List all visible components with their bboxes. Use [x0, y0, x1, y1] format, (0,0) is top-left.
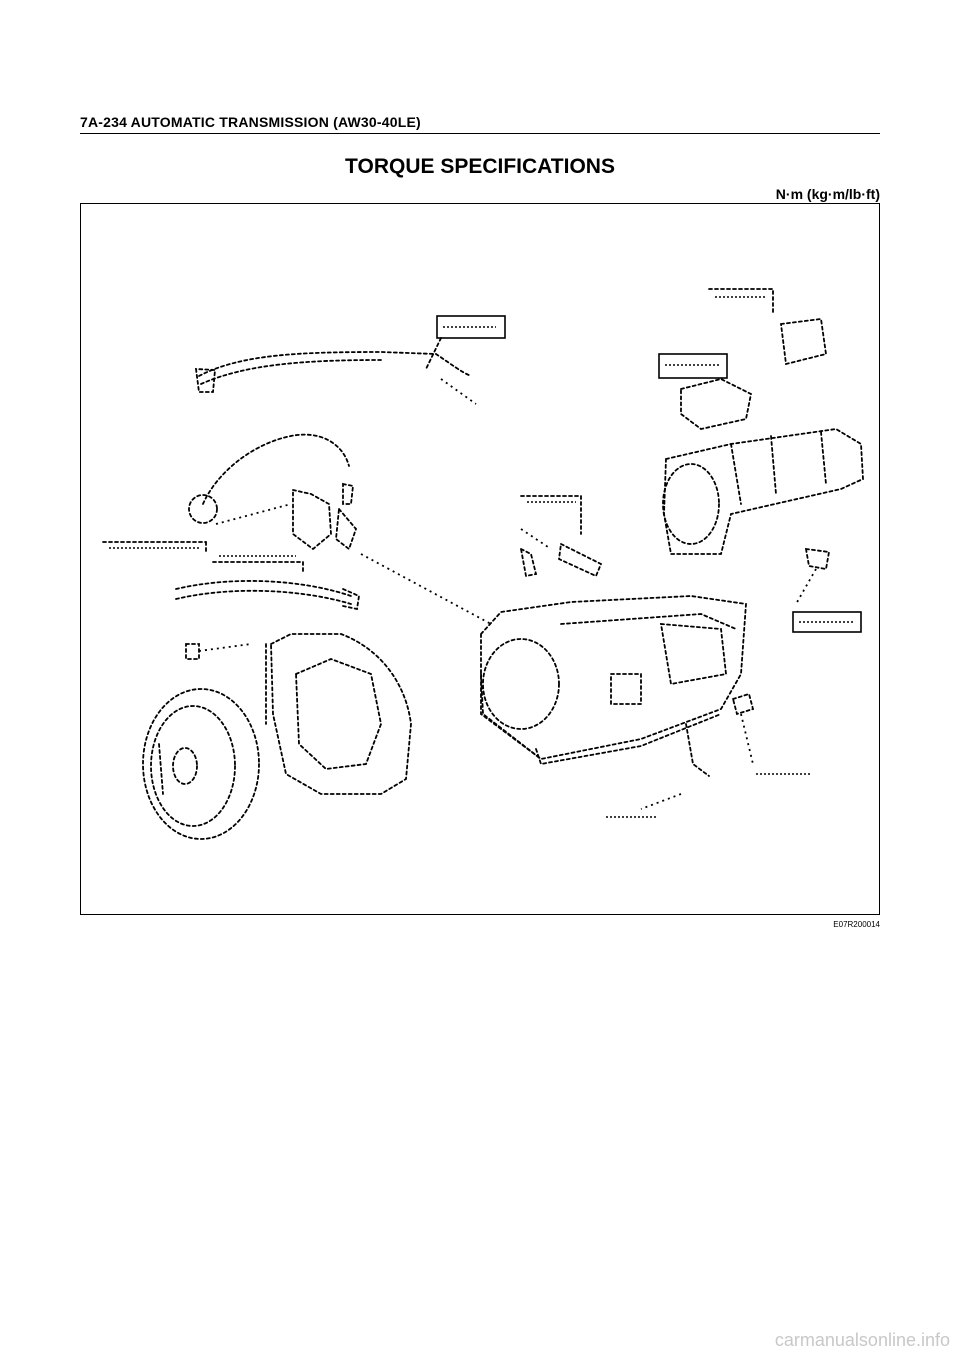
- diagram-drawing: [102, 288, 864, 840]
- mount-bracket: [795, 547, 831, 605]
- transmission-exploded-diagram: [80, 203, 880, 915]
- converter-housing: [265, 633, 412, 795]
- bolt: [185, 643, 252, 660]
- solenoid-group: [519, 528, 603, 578]
- torque-label-box-2: [658, 353, 728, 379]
- extension-housing: [662, 428, 864, 555]
- wiring-harness: [188, 433, 358, 551]
- torque-units-label: N·m (kg·m/lb·ft): [775, 186, 880, 202]
- torque-converter: [142, 688, 260, 840]
- page-header: 7A-234 AUTOMATIC TRANSMISSION (AW30-40LE…: [80, 114, 421, 130]
- speed-sensor: [680, 317, 828, 430]
- transmission-case: [360, 553, 747, 766]
- cooler-line: [175, 580, 360, 611]
- page-title: TORQUE SPECIFICATIONS: [345, 155, 615, 178]
- watermark: carmanualsonline.info: [774, 1330, 950, 1350]
- figure-code: E07R200014: [833, 920, 880, 929]
- header-rule: [80, 133, 880, 134]
- cable-assembly: [194, 351, 477, 405]
- drain-fitting: [640, 692, 755, 810]
